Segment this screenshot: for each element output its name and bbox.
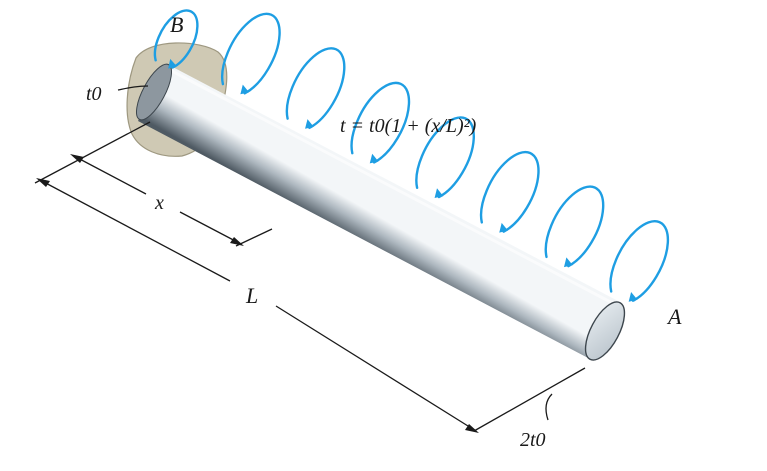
label-t0: t0: [86, 83, 102, 105]
torque-arrow-head: [434, 188, 444, 198]
dimension-lines: [34, 85, 586, 433]
label-2t0: 2t0: [520, 429, 546, 451]
dim-line-x: [73, 155, 147, 195]
torque-arrow-arc: [415, 116, 475, 199]
torque-arrow: [285, 47, 346, 130]
torque-arrow: [350, 81, 411, 164]
torque-arrow-arc: [221, 12, 281, 95]
torque-arrow: [609, 220, 670, 302]
torque-arrow: [415, 116, 475, 199]
distributed-torque-arrows: [153, 9, 670, 302]
dim-line-l: [275, 305, 477, 432]
torque-arrow-head: [168, 58, 177, 69]
shaft-body: [138, 64, 620, 359]
dim-arrow-l-left: [36, 178, 50, 187]
torque-arrow-head: [499, 222, 508, 233]
torque-arrow-head: [369, 153, 379, 164]
torque-arrow: [221, 12, 281, 95]
torque-arrow: [153, 9, 199, 69]
label-l: L: [245, 283, 258, 308]
torque-arrow-arc: [285, 47, 346, 130]
extension-line-a: [473, 367, 586, 432]
torque-arrow-arc: [479, 150, 540, 233]
leader-2t0: [545, 393, 553, 421]
label-a: A: [666, 304, 682, 329]
torque-arrow-arc: [609, 220, 670, 302]
torque-arrow-head: [305, 119, 314, 129]
torque-arrow-arc: [350, 81, 411, 164]
extension-line-b: [34, 121, 151, 184]
torque-arrow: [544, 185, 605, 268]
torque-equation: t = t0(1 + (x/L)²): [340, 115, 477, 137]
torque-arrow-head: [628, 292, 638, 302]
shaft-end-b: [136, 63, 172, 121]
torque-arrow: [479, 150, 540, 233]
leader-t0: [117, 85, 149, 91]
dim-arrow-x-right: [230, 237, 244, 246]
shaft-highlight: [169, 68, 619, 308]
torque-arrow-head: [240, 84, 250, 95]
extension-line-x: [235, 228, 273, 247]
torque-arrow-arc: [544, 185, 605, 268]
label-x: x: [154, 192, 164, 214]
torque-arrow-arc: [153, 9, 199, 69]
torque-arrow-head: [563, 257, 573, 268]
label-b: B: [170, 12, 183, 37]
shaft-end-a: [584, 301, 626, 361]
dim-arrow-l-right: [465, 424, 479, 433]
dim-line-l: [39, 179, 231, 282]
dim-arrow-x-left: [70, 154, 84, 163]
dim-line-x: [179, 211, 242, 245]
